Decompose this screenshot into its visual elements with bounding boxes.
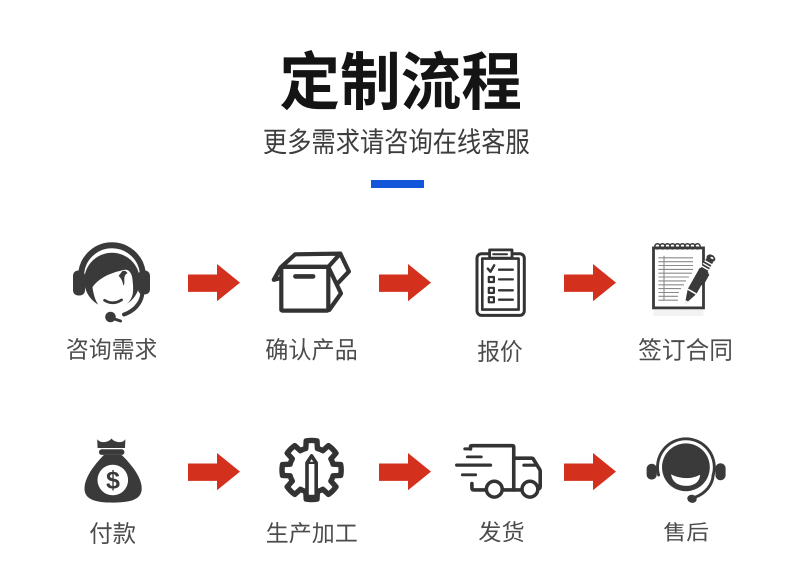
svg-text:$: $: [106, 467, 120, 495]
